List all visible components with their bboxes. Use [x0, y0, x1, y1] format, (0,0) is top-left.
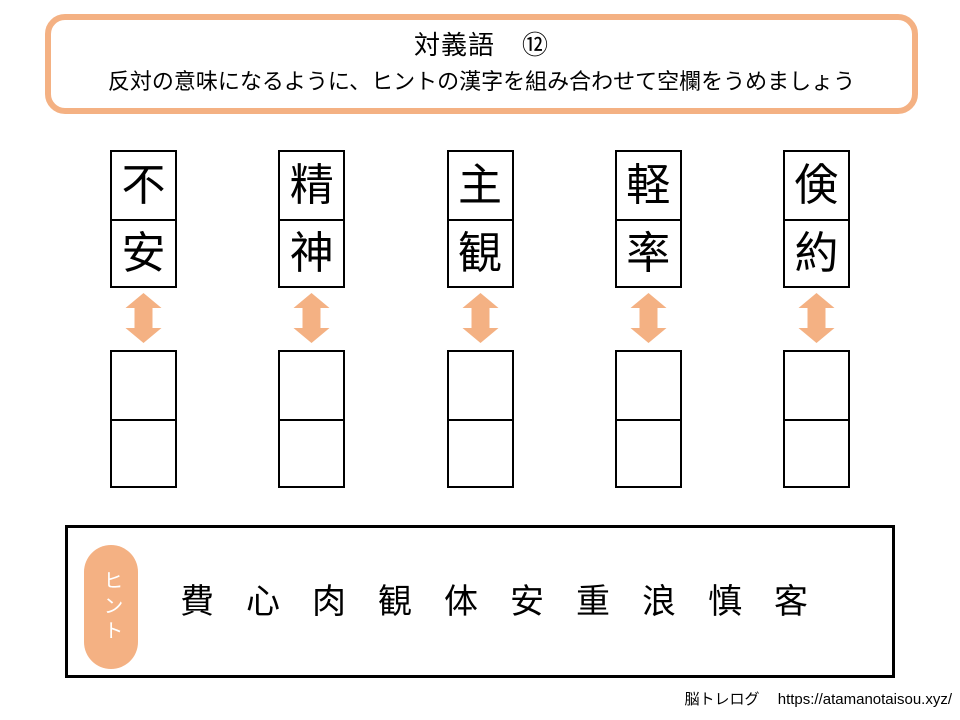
word-box: 主 観 [446, 150, 514, 288]
answer-box [110, 350, 177, 488]
up-down-arrow-icon [125, 293, 162, 343]
hint-kanji: 浪 [642, 582, 676, 621]
word-box: 軽 率 [614, 150, 682, 288]
answer-box [278, 350, 346, 488]
hint-kanji: 観 [378, 582, 412, 621]
word-cell: 倹 [794, 160, 839, 210]
answer-cell[interactable] [112, 419, 175, 486]
hint-kanji: 費 [180, 582, 214, 621]
puzzle-columns: 不 安 精 神 [110, 150, 850, 495]
word-cell: 軽 [626, 160, 671, 210]
puzzle-column-3: 主 観 [446, 150, 514, 495]
word-cell: 率 [616, 219, 680, 286]
instruction-card: 対義語 ⑫ 反対の意味になるように、ヒントの漢字を組み合わせて空欄をうめましょう [45, 14, 918, 114]
answer-cell[interactable] [280, 419, 344, 486]
word-cell: 主 [458, 160, 502, 210]
instruction-text: 反対の意味になるように、ヒントの漢字を組み合わせて空欄をうめましょう [107, 69, 856, 94]
site-name: 脳トレログ [684, 691, 760, 708]
answer-cell[interactable] [785, 352, 848, 419]
word-cell: 不 [121, 160, 166, 210]
word-box: 倹 約 [783, 150, 850, 288]
answer-cell[interactable] [617, 352, 680, 419]
up-down-arrow-icon [293, 293, 330, 343]
footer: 脳トレログ https://atamanotaisou.xyz/ [685, 691, 952, 709]
hint-box: ヒント 費 心 肉 観 体 安 重 浪 慎 客 [65, 525, 895, 678]
answer-box [614, 350, 682, 488]
word-box: 不 安 [110, 150, 177, 288]
hint-kanji: 肉 [312, 582, 346, 621]
answer-cell[interactable] [616, 419, 680, 486]
hint-label-pill: ヒント [84, 545, 138, 669]
puzzle-column-2: 精 神 [278, 150, 346, 495]
word-box: 精 神 [278, 150, 346, 288]
puzzle-column-5: 倹 約 [783, 150, 850, 495]
up-down-arrow-icon [630, 293, 667, 343]
answer-cell[interactable] [785, 419, 848, 486]
answer-cell[interactable] [448, 419, 512, 486]
answer-cell[interactable] [112, 352, 175, 419]
hint-kanji: 心 [246, 582, 280, 621]
hint-kanji: 安 [510, 582, 544, 621]
answer-box [783, 350, 850, 488]
hint-label: ヒント [100, 569, 122, 645]
word-cell: 精 [289, 160, 334, 210]
puzzle-column-1: 不 安 [110, 150, 177, 495]
puzzle-column-4: 軽 率 [614, 150, 682, 495]
word-cell: 安 [112, 219, 175, 286]
up-down-arrow-icon [798, 293, 835, 343]
hint-kanji: 客 [774, 582, 808, 621]
hint-kanji: 重 [576, 582, 610, 621]
hint-characters: 費 心 肉 観 体 安 重 浪 慎 客 [180, 528, 808, 675]
hint-kanji: 慎 [708, 582, 742, 621]
hint-kanji: 体 [444, 582, 478, 621]
answer-box [446, 350, 514, 488]
site-url: https://atamanotaisou.xyz/ [777, 691, 952, 708]
word-cell: 約 [785, 219, 848, 286]
word-cell: 神 [280, 219, 344, 286]
answer-cell[interactable] [280, 352, 343, 419]
answer-cell[interactable] [449, 352, 512, 419]
word-cell: 観 [448, 219, 512, 286]
page-title: 対義語 ⑫ [413, 30, 549, 60]
up-down-arrow-icon [462, 293, 498, 343]
